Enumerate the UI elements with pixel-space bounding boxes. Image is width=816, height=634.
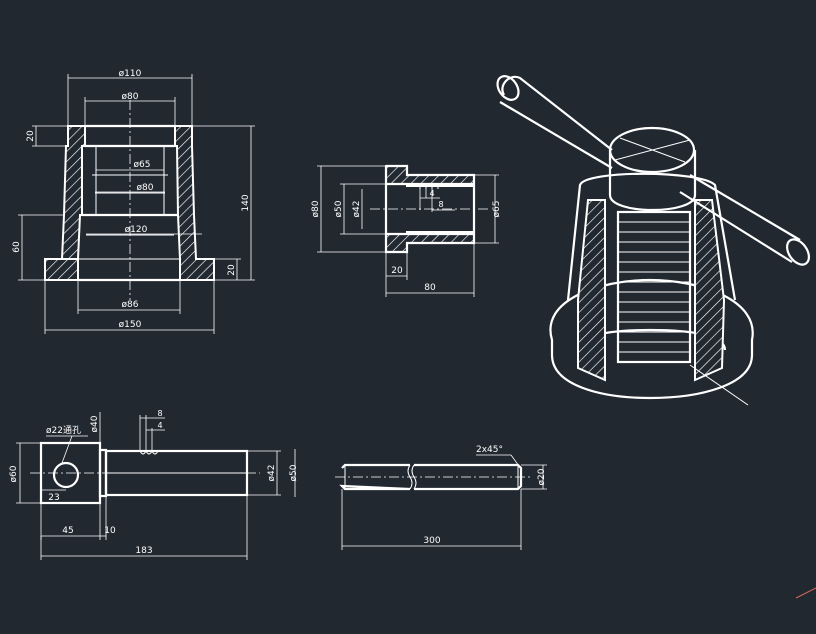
bar-dim-l300: 300 xyxy=(423,536,440,546)
base-dim-d86: ø86 xyxy=(122,300,139,310)
screw-dim-d23: 23 xyxy=(48,493,59,503)
base-dim-d80-top: ø80 xyxy=(122,92,139,102)
base-dim-d120: ø120 xyxy=(125,225,148,235)
nut-section-view: ø80 ø50 ø42 ø65 4 8 20 80 xyxy=(311,164,502,297)
screw-dim-l45: 45 xyxy=(62,526,73,536)
nut-dim-d42: ø42 xyxy=(352,201,362,218)
base-dim-d150: ø150 xyxy=(119,320,142,330)
nut-dim-l20: 20 xyxy=(391,266,403,276)
base-section-view: ø110 ø80 ø65 ø80 ø120 ø86 ø150 20 140 60 xyxy=(12,69,255,334)
corner-accent-line xyxy=(795,587,816,599)
screw-dim-w8: 8 xyxy=(157,409,162,418)
bar-dim-d20: ø20 xyxy=(537,468,547,485)
base-dim-h60: 60 xyxy=(12,241,22,253)
nut-dim-l80: 80 xyxy=(424,283,436,293)
base-dim-h20-bottom: 20 xyxy=(227,264,237,276)
bar-dim-chamfer: 2x45° xyxy=(476,445,503,455)
nut-dim-w8: 8 xyxy=(438,200,443,209)
nut-dim-d50: ø50 xyxy=(334,200,344,217)
nut-dim-d80: ø80 xyxy=(311,200,321,217)
screw-dim-d40: ø40 xyxy=(90,415,100,432)
base-dim-d110: ø110 xyxy=(119,69,142,79)
screw-dim-hole: ø22通孔 xyxy=(46,425,81,436)
handle-bar xyxy=(496,75,811,266)
screw-dim-l10: 10 xyxy=(104,526,116,536)
bar-view: 2x45° ø20 300 xyxy=(335,445,547,550)
base-dim-h140: 140 xyxy=(241,194,251,211)
screw-dim-l183: 183 xyxy=(135,546,152,556)
screw-dim-d50: ø50 xyxy=(289,464,299,481)
isometric-assembly xyxy=(496,75,811,406)
screw-dim-d42: ø42 xyxy=(267,465,277,482)
screw-dim-w4: 4 xyxy=(157,421,162,430)
base-dim-h20-top: 20 xyxy=(26,130,36,142)
base-dim-d80-mid: ø80 xyxy=(137,183,154,193)
screw-dim-d60: ø60 xyxy=(9,465,19,482)
threaded-screw xyxy=(616,210,692,364)
screw-view: ø22通孔 ø40 ø60 23 8 4 ø42 ø50 45 10 xyxy=(9,409,299,560)
nut-dim-d65: ø65 xyxy=(492,201,502,218)
base-dim-d65: ø65 xyxy=(134,160,151,170)
